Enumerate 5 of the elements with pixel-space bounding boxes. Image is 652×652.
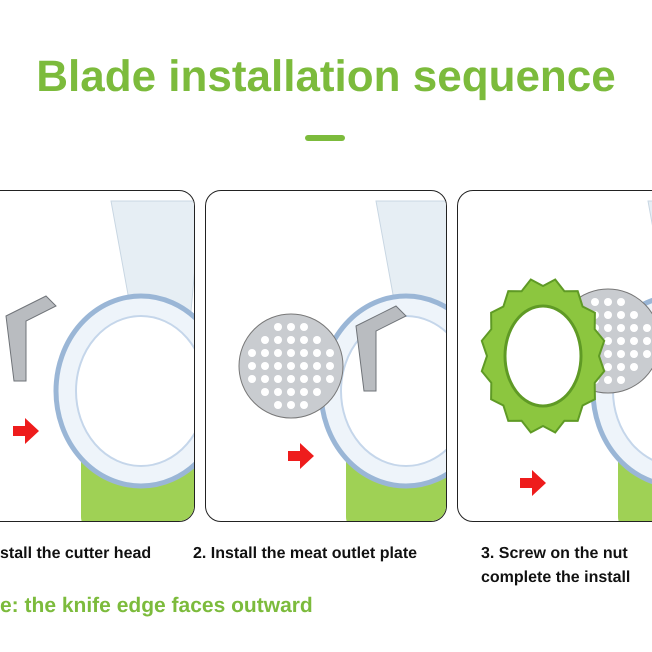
step-caption: stall the cutter head <box>0 544 152 564</box>
step-caption: 3. Screw on the nut complete the install <box>481 544 632 588</box>
title: Blade installation sequence <box>35 52 617 102</box>
note-text: e: the knife edge faces outward <box>0 594 313 618</box>
step-caption: 2. Install the meat outlet plate <box>193 544 418 564</box>
